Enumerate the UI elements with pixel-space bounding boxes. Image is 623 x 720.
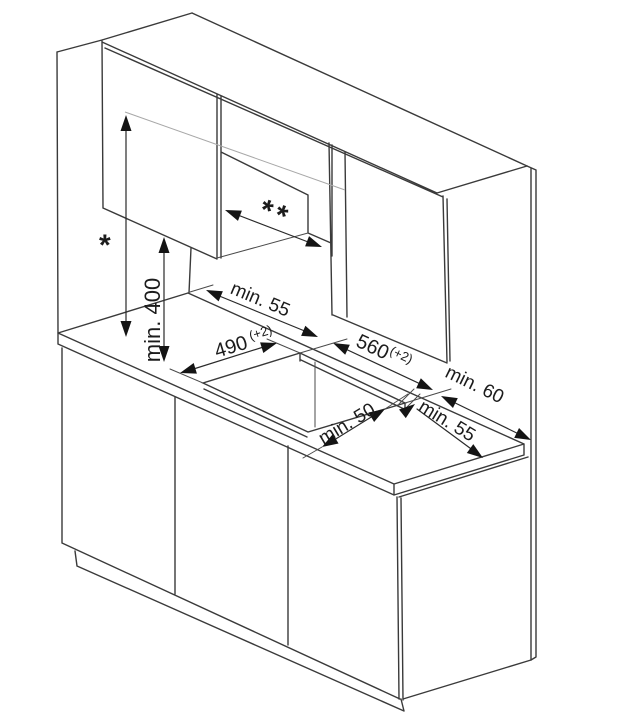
- dim-line: [416, 408, 479, 455]
- arrowhead-left: [223, 204, 242, 221]
- arrowhead-right: [466, 444, 487, 463]
- dim-line: [229, 211, 317, 246]
- dim-value-490: 490: [212, 332, 250, 363]
- dim-line: [211, 292, 313, 335]
- dim-label-min-400: min. 400: [140, 278, 165, 362]
- dim-label-560: 560(+2): [353, 329, 416, 375]
- worktop-outline: [57, 292, 525, 496]
- side-panels: [188, 165, 537, 661]
- dim-label-490: 490(+2): [211, 322, 276, 363]
- arrowhead-up: [120, 115, 132, 131]
- dim-label-min-50: min. 50: [315, 399, 379, 449]
- arrowhead-right: [416, 378, 436, 395]
- wall-cabinets: [56, 12, 528, 364]
- base-cabinets-outline: [61, 347, 532, 712]
- dimension-break-marks: [398, 388, 421, 410]
- worktop: [57, 292, 525, 496]
- dim-line: [183, 343, 274, 373]
- dimension-min-400: min. 400: [140, 237, 170, 362]
- reference-line: [124, 111, 346, 191]
- dimension-cutout-width-560: 560(+2): [330, 329, 436, 395]
- hood-niche-back-edge: [216, 232, 309, 259]
- extension-lines: [169, 284, 452, 459]
- cutout-outline: [201, 352, 407, 438]
- arrowhead-down: [120, 321, 132, 337]
- arrowhead-right: [301, 325, 321, 343]
- base-cabinets: [61, 347, 532, 712]
- dimension-asterisk-height: *: [99, 115, 132, 337]
- dim-value-560: 560: [353, 330, 393, 364]
- back-wall-corner: [188, 247, 192, 294]
- dim-label-asterisk: *: [99, 229, 111, 262]
- arrowhead-up: [158, 237, 170, 253]
- dimension-cutout-depth-490: 490(+2): [178, 322, 279, 379]
- dim-label-min-55-right: min. 55: [415, 396, 479, 446]
- dim-tolerance-560: (+2): [388, 343, 416, 367]
- dim-tolerance-490: (+2): [247, 322, 274, 343]
- hob-cutout: [201, 352, 407, 438]
- dimension-double-asterisk-niche: **: [223, 193, 324, 253]
- dim-line: [336, 344, 430, 389]
- dim-line: [444, 397, 528, 439]
- dimension-min-55-right: min. 55: [399, 396, 487, 463]
- right-wall-panel: [526, 165, 537, 661]
- dimension-extension-lines: [169, 284, 452, 459]
- dim-label-double-asterisk: **: [255, 193, 296, 235]
- arrowhead-left: [399, 399, 419, 419]
- dimension-min-50-front: min. 50: [315, 399, 388, 452]
- wall-cabinets-outline: [56, 12, 528, 364]
